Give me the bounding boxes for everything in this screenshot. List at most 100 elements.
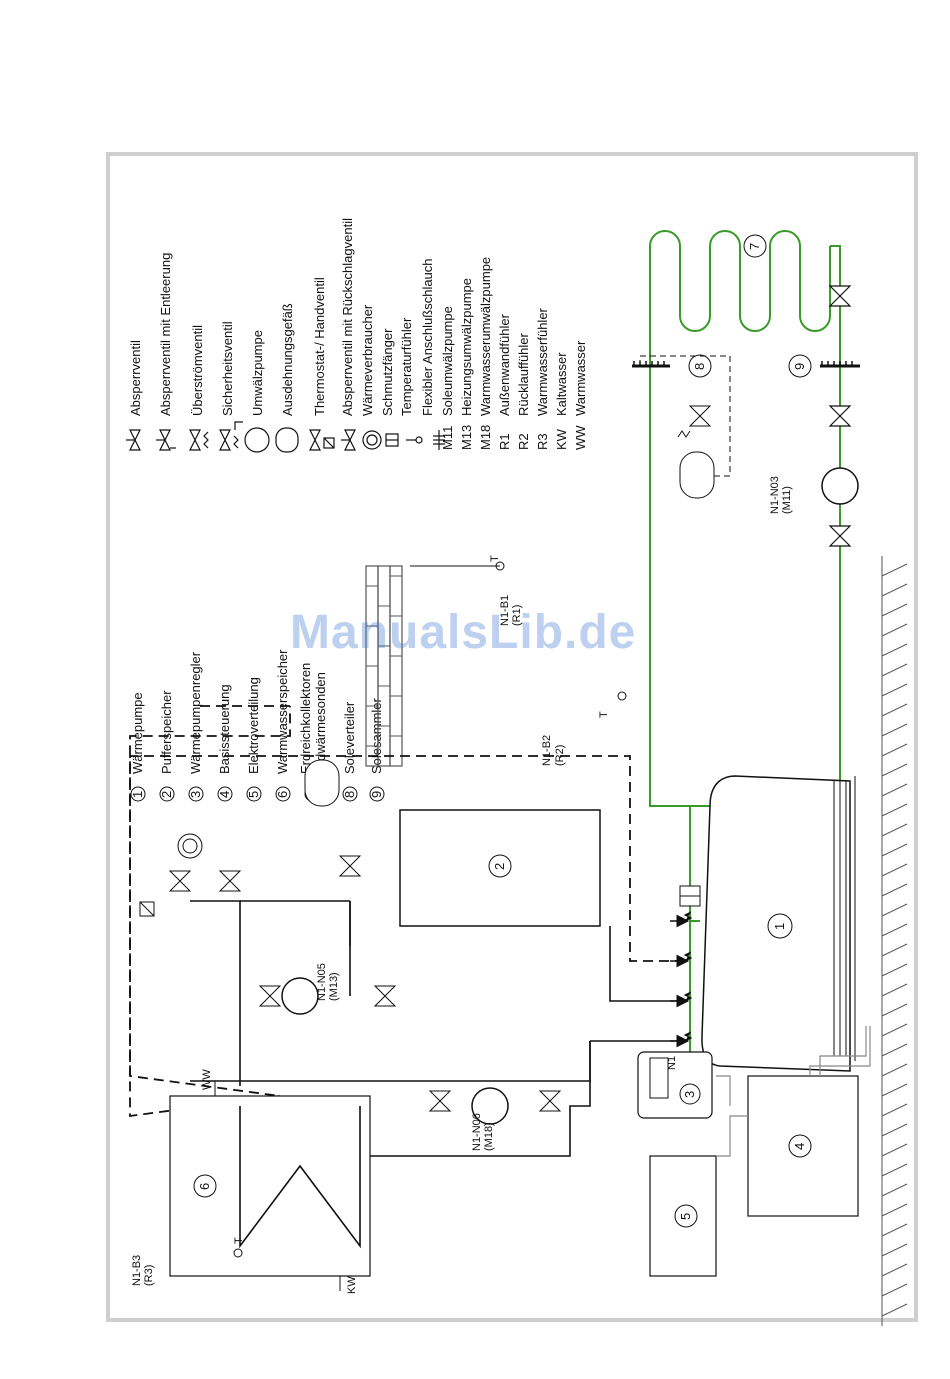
svg-text:Umwälzpumpe: Umwälzpumpe	[250, 330, 265, 416]
svg-text:N1: N1	[666, 1056, 678, 1070]
controller-3: N1 3	[637, 1051, 713, 1119]
flex-hose-icon	[433, 430, 445, 450]
dhw-tank: 6 WW KW T N1-B3 (R3)	[131, 1069, 371, 1294]
legend-circle-icon	[275, 786, 291, 802]
svg-text:7: 7	[747, 243, 762, 250]
legend-circle-icon	[188, 786, 204, 802]
legend-label: Wärmepumpe	[130, 692, 145, 774]
dhw-valves	[428, 1090, 562, 1112]
svg-text:Überströmventil: Überströmventil	[190, 325, 205, 416]
svg-text:Sicherheitsventil: Sicherheitsventil	[220, 321, 235, 416]
svg-text:(M11): (M11)	[781, 486, 793, 514]
svg-text:(M13): (M13)	[328, 972, 340, 1001]
svg-text:9: 9	[369, 791, 384, 798]
svg-text:2: 2	[159, 791, 174, 798]
svg-text:1: 1	[130, 791, 145, 798]
svg-text:9: 9	[792, 363, 807, 370]
pump-icon	[244, 427, 270, 453]
svg-text:(R1): (R1)	[511, 605, 523, 626]
heat-consumer	[177, 833, 203, 859]
svg-text:Wärmeverbraucher: Wärmeverbraucher	[360, 304, 375, 416]
strainer-icon	[385, 433, 399, 447]
svg-text:4: 4	[217, 791, 232, 798]
svg-text:WW: WW	[573, 425, 588, 450]
thermostat-valve-icon	[309, 429, 335, 451]
brine-safety-valve	[677, 405, 712, 438]
legend-symbols	[126, 421, 445, 453]
svg-text:4: 4	[792, 1143, 807, 1150]
heating-safety-valve	[338, 855, 362, 877]
house-wall	[365, 565, 403, 767]
svg-text:Ausdehnungsgefäß: Ausdehnungsgefäß	[280, 303, 295, 416]
heating-pump-m13	[281, 977, 319, 1015]
legend-circle-icon	[217, 786, 233, 802]
legend-item-9: 9 Solesammler	[369, 697, 385, 802]
svg-text:(M18): (M18)	[483, 1122, 495, 1151]
hydraulic-diagram: 1 Wärmepumpe 2 Pufferspeicher 3 Wärmepum…	[126, 218, 908, 1326]
svg-text:Heizungsumwälzpumpe: Heizungsumwälzpumpe	[459, 278, 474, 416]
svg-text:Absperrventil: Absperrventil	[128, 340, 143, 416]
ground	[881, 556, 908, 1326]
legend-label: Wärmepumpenregler	[188, 651, 203, 774]
component-8-badge	[688, 354, 712, 378]
svg-text:2: 2	[492, 863, 507, 870]
svg-text:Kaltwasser: Kaltwasser	[554, 352, 569, 416]
rotated-diagram: 1 Wärmepumpe 2 Pufferspeicher 3 Wärmepum…	[110, 156, 922, 1326]
legend-label: Elektroverteilung	[246, 677, 261, 774]
svg-text:T: T	[489, 555, 501, 562]
outdoor-sensor-r1: T N1-B1 (R1)	[410, 555, 523, 626]
check-valve-icon	[341, 429, 356, 451]
return-sensor-r2	[617, 691, 627, 701]
legend-label: Solesammler	[369, 697, 384, 774]
svg-text:M13: M13	[459, 425, 474, 450]
legend-item-1: 1 Wärmepumpe	[130, 692, 146, 802]
heating-expansion-vessel	[304, 759, 340, 807]
temperature-sensor-icon	[406, 436, 423, 444]
control-cables	[716, 1026, 871, 1157]
legend-item-5: 5 Elektroverteilung	[246, 677, 262, 802]
component-7-badge	[743, 234, 767, 258]
svg-text:N1-B1: N1-B1	[499, 595, 511, 626]
brine-pump-m11	[821, 467, 859, 505]
svg-text:Thermostat-/ Handventil: Thermostat-/ Handventil	[312, 277, 327, 416]
svg-text:(R3): (R3)	[143, 1265, 155, 1286]
svg-text:N1-B2: N1-B2	[541, 735, 553, 766]
svg-text:Temperaturfühler: Temperaturfühler	[399, 317, 414, 416]
legend-item-3: 3 Wärmepumpenregler	[188, 651, 204, 802]
heating-valves	[168, 870, 397, 1007]
svg-text:1: 1	[772, 923, 787, 930]
svg-text:Außenwandfühler: Außenwandfühler	[497, 313, 512, 416]
svg-text:Absperrventil mit Rückschlagve: Absperrventil mit Rückschlagventil	[340, 218, 355, 416]
svg-text:5: 5	[246, 791, 261, 798]
svg-text:KW: KW	[346, 1276, 358, 1294]
svg-text:WW: WW	[201, 1069, 213, 1090]
svg-text:N1-B3: N1-B3	[131, 1255, 143, 1286]
heat-consumer-icon	[362, 430, 382, 450]
svg-text:Absperrventil mit Entleerung: Absperrventil mit Entleerung	[158, 253, 173, 416]
electrical-distribution-5: 5	[649, 1155, 717, 1277]
legend-circle-icon	[369, 786, 385, 802]
svg-text:Schmutzfänger: Schmutzfänger	[380, 328, 395, 416]
legend-label: Soleverteiler	[342, 701, 357, 774]
svg-text:Soleumwälzpumpe: Soleumwälzpumpe	[440, 306, 455, 416]
legend-label: Erdreichkollektoren	[298, 663, 313, 774]
svg-text:Flexibler Anschlußschlauch: Flexibler Anschlußschlauch	[420, 258, 435, 416]
component-9-badge	[788, 354, 812, 378]
legend-label: Basissteuerung	[217, 684, 232, 774]
legend-label: Warmwasserspeicher	[275, 649, 290, 774]
svg-text:T: T	[598, 711, 610, 718]
svg-text:N1-N03: N1-N03	[769, 476, 781, 514]
svg-text:R2: R2	[516, 433, 531, 450]
brine-valves	[828, 285, 852, 547]
expansion-vessel-icon	[275, 427, 299, 453]
svg-text:N1-N05: N1-N05	[316, 963, 328, 1001]
diagram-frame: 1 Wärmepumpe 2 Pufferspeicher 3 Wärmepum…	[106, 152, 918, 1326]
legend-label: Pufferspeicher	[159, 690, 174, 774]
legend-circle-icon	[130, 786, 146, 802]
legend-item-6: 6 Warmwasserspeicher	[275, 649, 291, 802]
svg-text:8: 8	[342, 791, 357, 798]
brine-expansion-vessel	[679, 451, 715, 499]
legend-numbered: 1 Wärmepumpe 2 Pufferspeicher 3 Wärmepum…	[130, 649, 385, 802]
legend-circle-icon	[159, 786, 175, 802]
svg-text:T: T	[233, 1237, 245, 1244]
